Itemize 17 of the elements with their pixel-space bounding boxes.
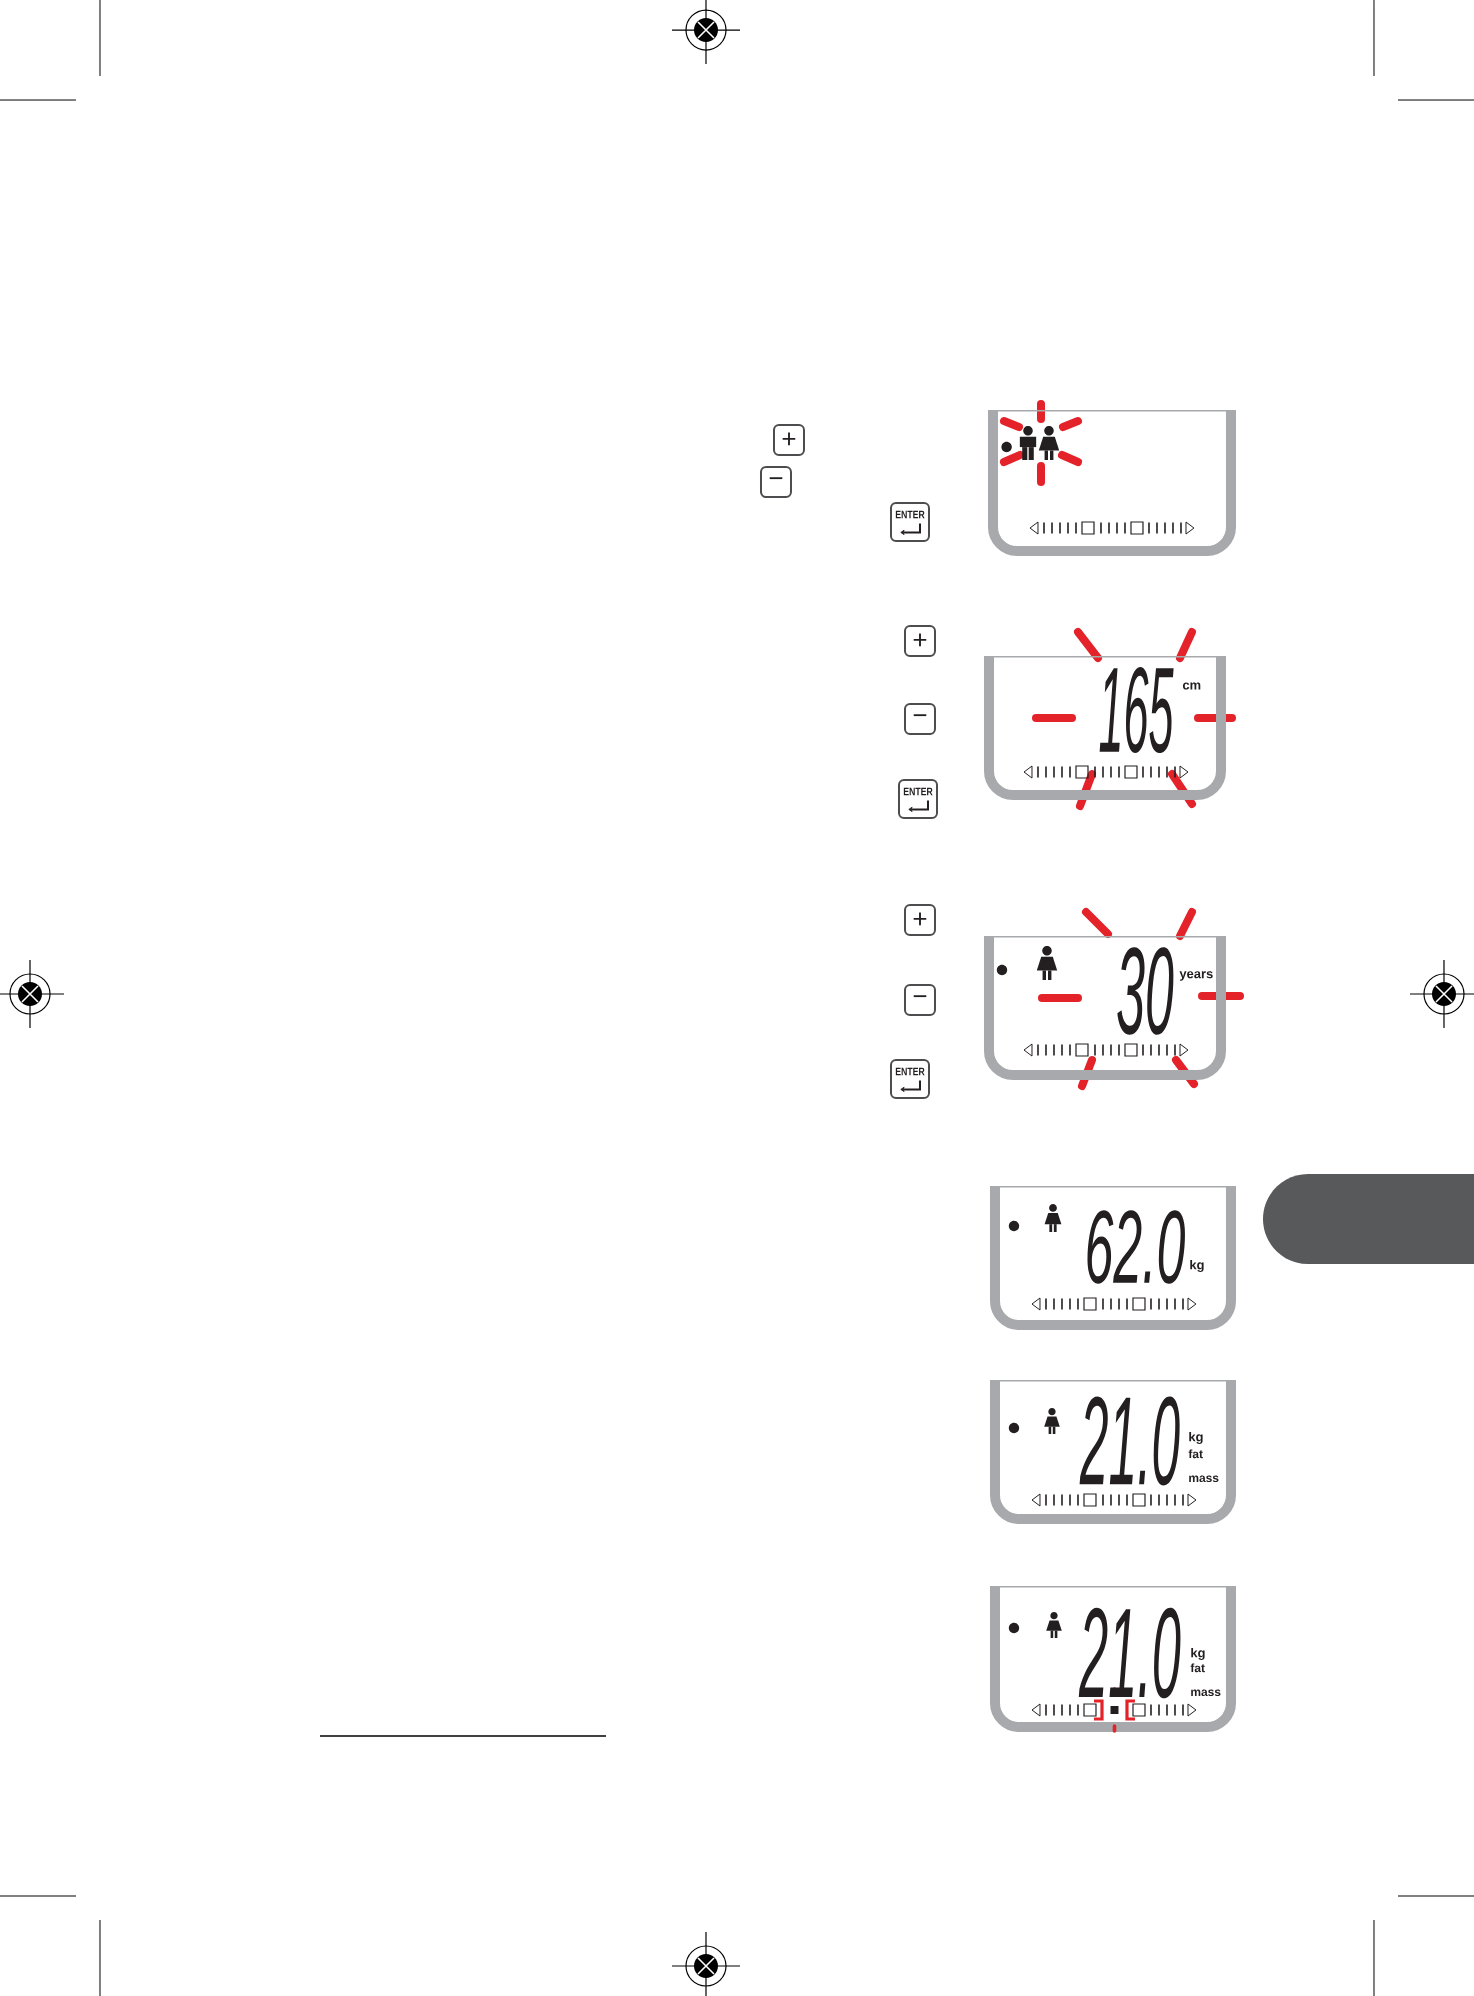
digit-readout: 21.0 (1079, 1396, 1180, 1486)
lcd-display (989, 1380, 1237, 1524)
lcd-display (987, 410, 1237, 556)
plus-button: + (904, 625, 936, 657)
lcd-display (989, 1586, 1237, 1733)
digit-readout: 165 (1099, 667, 1174, 754)
plus-button: + (773, 424, 805, 456)
digit-readout: 21.0 (1078, 1607, 1181, 1699)
minus-button: − (904, 703, 936, 735)
lcd-display (983, 936, 1227, 1080)
digit-readout: 30 (1117, 947, 1174, 1035)
lcd-display (989, 1186, 1237, 1330)
lcd-display (983, 656, 1227, 800)
digit-readout: 62.0 (1087, 1210, 1185, 1284)
minus-button: − (760, 466, 792, 498)
minus-button: − (904, 984, 936, 1016)
plus-button: + (904, 904, 936, 936)
